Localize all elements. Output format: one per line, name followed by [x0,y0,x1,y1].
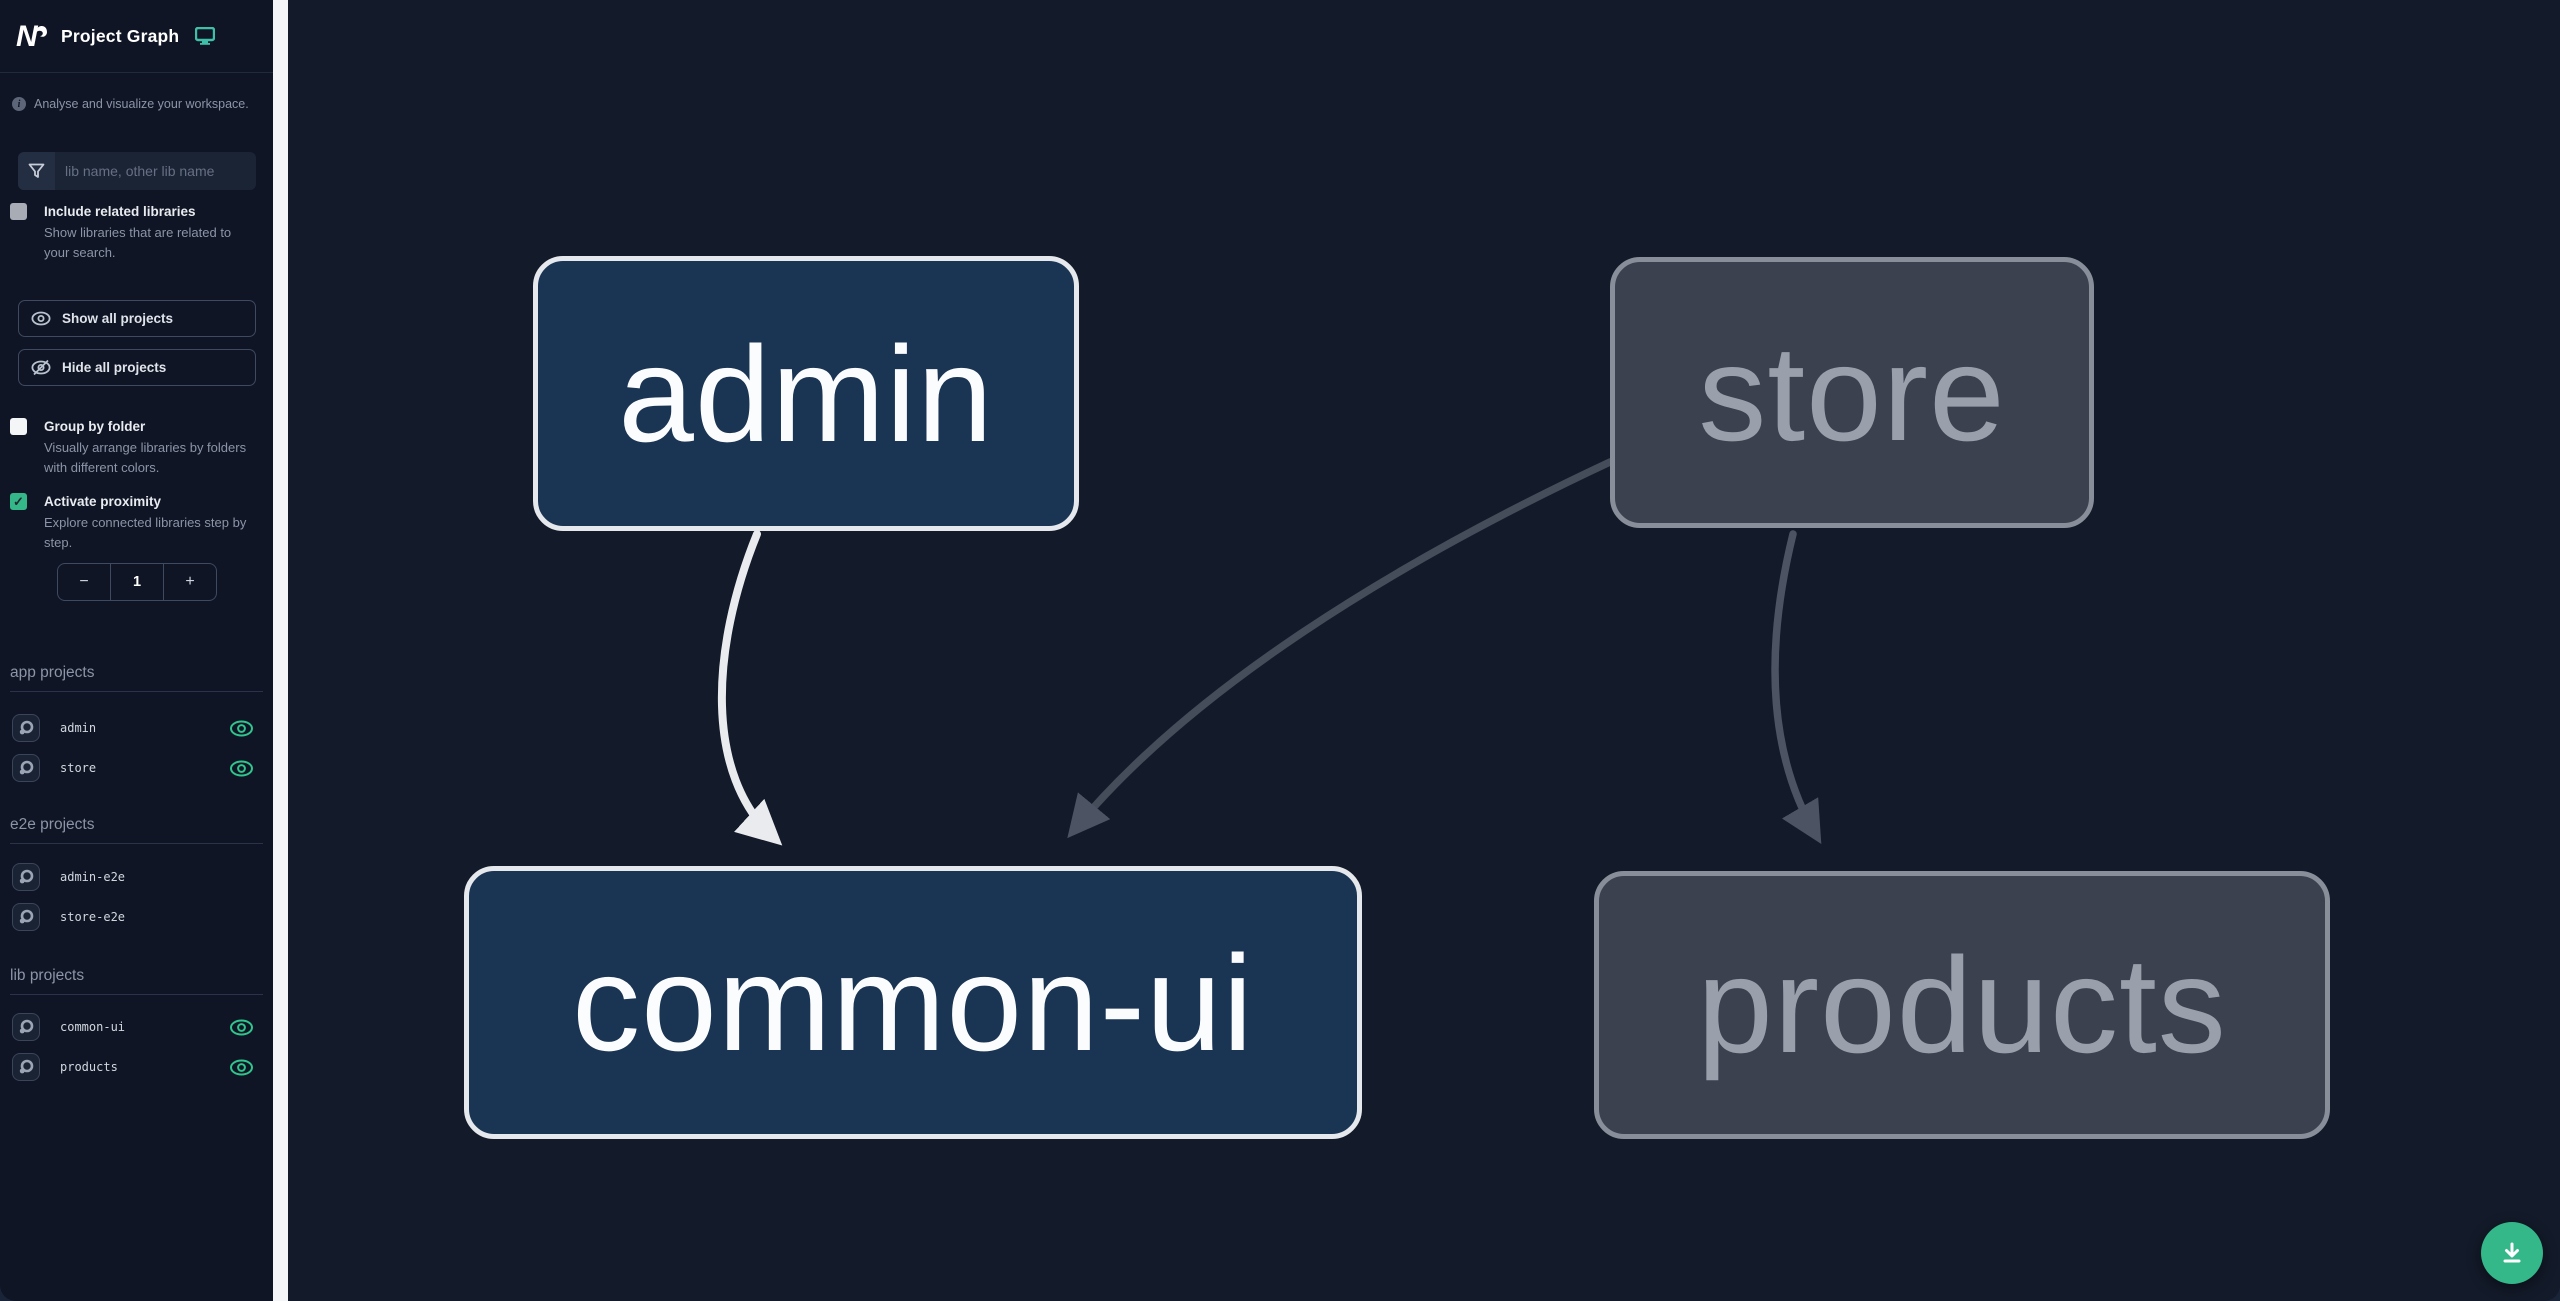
project-name: store [60,761,97,775]
proximity-value: 1 [110,564,163,600]
tagline-text: Analyse and visualize your workspace. [34,97,249,111]
focus-project-icon[interactable] [12,863,40,891]
check-icon: ✓ [13,493,24,509]
project-row-products: products [12,1049,262,1085]
sidebar: N Project Graph i Analyse and visualize … [0,0,273,1301]
visibility-eye-icon[interactable] [229,720,254,737]
workspace-tagline: i Analyse and visualize your workspace. [12,97,262,111]
show-all-projects-label: Show all projects [62,311,174,326]
graph-node-common-ui[interactable]: common-ui [464,866,1362,1139]
visibility-eye-icon[interactable] [229,1019,254,1036]
monitor-icon[interactable] [195,27,216,45]
group-by-folder-description: Visually arrange libraries by folders wi… [44,440,247,475]
show-all-projects-button[interactable]: Show all projects [18,300,256,337]
sidebar-resize-handle[interactable] [273,0,288,1301]
edge-admin-common-ui [717,530,783,846]
visibility-eye-icon[interactable] [229,1059,254,1076]
include-related-description: Show libraries that are related to your … [44,225,232,260]
project-name: common-ui [60,1020,126,1034]
toggle-include-related: Include related libraries Show libraries… [10,203,262,262]
edge-store-common-ui [1067,458,1614,839]
group-by-folder-checkbox[interactable] [10,418,27,435]
project-filter [18,152,256,190]
sidebar-header: N Project Graph [0,0,273,73]
focus-project-icon[interactable] [12,1053,40,1081]
include-related-checkbox[interactable] [10,203,27,220]
focus-project-icon[interactable] [12,903,40,931]
node-label: products [1697,929,2227,1081]
node-label: common-ui [572,926,1254,1079]
info-icon: i [12,97,26,111]
hide-all-projects-label: Hide all projects [62,360,167,375]
activate-proximity-description: Explore connected libraries step by step… [44,515,247,550]
search-input[interactable] [55,152,256,190]
graph-canvas[interactable]: admin store common-ui products [288,0,2560,1301]
graph-node-products[interactable]: products [1594,871,2330,1139]
graph-node-admin[interactable]: admin [533,256,1079,531]
section-e2e-projects: e2e projects [10,816,263,844]
visibility-eye-icon[interactable] [229,760,254,777]
project-name: products [60,1060,118,1074]
project-name: admin-e2e [60,870,126,884]
page-title: Project Graph [61,25,180,46]
activate-proximity-checkbox[interactable]: ✓ [10,493,27,510]
activate-proximity-label: Activate proximity [44,494,162,509]
node-label: admin [618,317,994,470]
proximity-decrement-button[interactable]: − [79,573,89,590]
focus-project-icon[interactable] [12,754,40,782]
project-row-store: store [12,750,262,786]
project-row-admin-e2e: admin-e2e [12,859,262,895]
section-app-projects: app projects [10,664,263,692]
include-related-label: Include related libraries [44,204,196,219]
nx-logo-icon: N [16,20,47,52]
project-row-admin: admin [12,710,262,746]
toggle-group-by-folder: Group by folder Visually arrange librari… [10,418,262,477]
node-label: store [1698,316,2006,469]
hide-all-projects-button[interactable]: Hide all projects [18,349,256,386]
project-name: store-e2e [60,910,126,924]
eye-icon [31,311,51,326]
focus-project-icon[interactable] [12,714,40,742]
dependency-edges [717,458,1822,846]
project-name: admin [60,721,97,735]
funnel-icon [18,152,55,190]
edge-store-products [1771,530,1822,845]
project-row-common-ui: common-ui [12,1009,262,1045]
proximity-stepper: − 1 + [57,563,217,601]
svg-text:N: N [16,20,39,52]
eye-off-icon [31,359,51,376]
section-lib-projects: lib projects [10,967,263,995]
download-graph-button[interactable] [2481,1222,2543,1284]
proximity-increment-button[interactable]: + [163,564,216,600]
toggle-activate-proximity: ✓ Activate proximity Explore connected l… [10,493,262,552]
focus-project-icon[interactable] [12,1013,40,1041]
graph-node-store[interactable]: store [1610,257,2094,528]
project-row-store-e2e: store-e2e [12,899,262,935]
download-icon [2503,1242,2521,1263]
group-by-folder-label: Group by folder [44,419,146,434]
